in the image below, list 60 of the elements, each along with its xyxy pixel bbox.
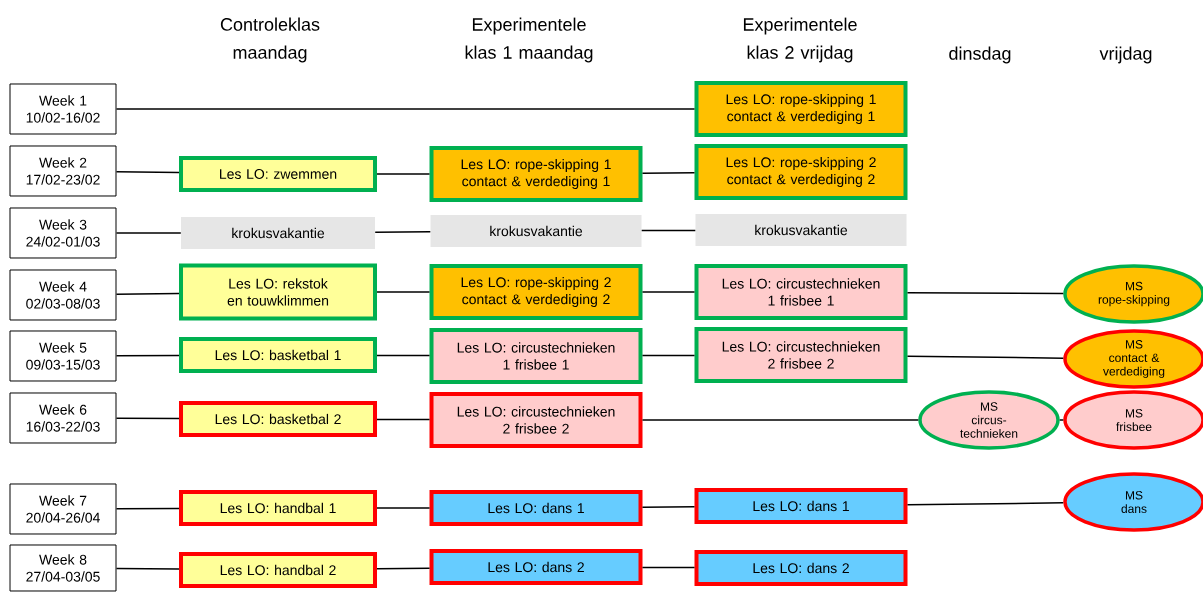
week-box: Week 1 10/02-16/02 xyxy=(9,83,117,135)
column-header: Experimentele klas 1 maandag xyxy=(465,17,593,63)
connector-line xyxy=(906,502,1065,506)
lesson-box: Les LO: circustechnieken 2 frisbee 2 xyxy=(694,327,908,383)
connector-line xyxy=(376,418,431,421)
week-box: Week 7 20/04-26/04 xyxy=(9,483,117,535)
lesson-box: Les LO: rope-skipping 1 contact & verdediging 1 xyxy=(694,81,908,137)
connector-line xyxy=(640,229,697,232)
lesson-box: Les LO: rekstok en touwklimmen xyxy=(179,263,377,321)
connector-line xyxy=(115,108,696,110)
lesson-box: Les LO: circustechnieken 1 frisbee 1 xyxy=(694,264,908,320)
connector-line xyxy=(906,291,1064,295)
column-header: vrijdag xyxy=(1099,46,1152,64)
connector-line xyxy=(115,417,180,420)
connector-line xyxy=(641,419,919,421)
holiday-box: krokusvakantie xyxy=(430,215,642,247)
lesson-box: Les LO: zwemmen xyxy=(179,156,377,192)
connector-line xyxy=(906,355,1065,359)
column-header: dinsdag xyxy=(949,46,1011,64)
connector-line xyxy=(641,291,696,293)
connector-line xyxy=(115,171,180,174)
lesson-box: Les LO: dans 2 xyxy=(429,549,643,585)
connector-line xyxy=(641,566,696,569)
lesson-box: Les LO: basketbal 1 xyxy=(179,337,377,373)
week-box: Week 8 27/04-03/05 xyxy=(9,544,117,592)
lesson-box: Les LO: rope-skipping 2 contact & verdediging 2 xyxy=(429,264,643,320)
connector-line xyxy=(374,231,432,233)
lesson-box: Les LO: rope-skipping 2 contact & verdediging 2 xyxy=(694,144,908,200)
connector-line xyxy=(115,507,180,510)
week-box: Week 6 16/03-22/03 xyxy=(9,392,117,444)
connector-line xyxy=(115,292,180,295)
column-header: Experimentele klas 2 vrijdag xyxy=(743,17,857,63)
lesson-box: Les LO: rope-skipping 1 contact & verdediging 1 xyxy=(429,146,643,202)
connector-line xyxy=(641,172,696,174)
lesson-box: Les LO: circustechnieken 2 frisbee 2 xyxy=(429,392,643,448)
connector-line xyxy=(376,291,431,293)
week-box: Week 4 02/03-08/03 xyxy=(9,269,117,321)
lesson-box: Les LO: handbal 2 xyxy=(179,552,377,588)
connector-line xyxy=(115,567,180,570)
holiday-box: krokusvakantie xyxy=(181,217,375,249)
lesson-box: Les LO: dans 2 xyxy=(694,550,908,586)
connector-line xyxy=(376,173,431,175)
connector-line xyxy=(115,354,180,357)
lesson-box: Les LO: dans 1 xyxy=(429,490,643,526)
lesson-box: Les LO: basketbal 2 xyxy=(179,401,377,437)
week-box: Week 2 17/02-23/02 xyxy=(9,145,117,197)
holiday-box: krokusvakantie xyxy=(695,214,907,246)
lesson-box: Les LO: circustechnieken 1 frisbee 1 xyxy=(429,328,643,384)
connector-line xyxy=(376,354,431,357)
connector-line xyxy=(641,354,696,357)
lesson-box: Les LO: dans 1 xyxy=(694,488,908,524)
connector-line xyxy=(115,232,182,234)
lesson-box: Les LO: handbal 1 xyxy=(179,490,377,526)
connector-line xyxy=(376,567,431,570)
connector-line xyxy=(376,507,431,509)
week-box: Week 3 24/02-01/03 xyxy=(9,207,117,259)
connector-line xyxy=(641,506,696,508)
connector-line xyxy=(1059,419,1064,421)
column-header: Controleklas maandag xyxy=(220,17,320,63)
week-box: Week 5 09/03-15/03 xyxy=(9,330,117,382)
